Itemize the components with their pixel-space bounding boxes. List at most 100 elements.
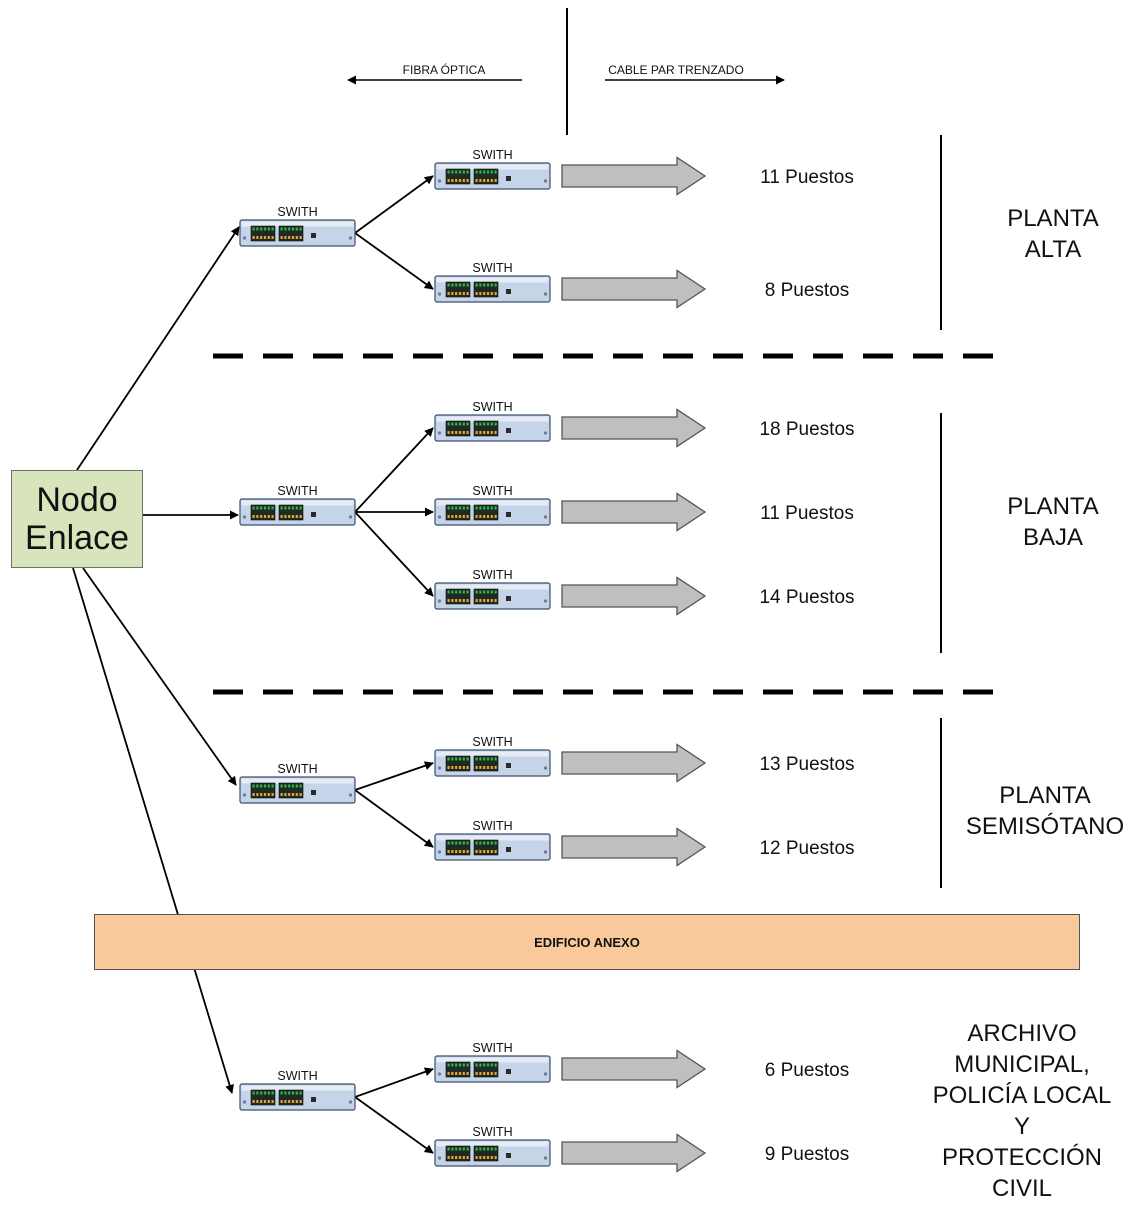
switch-led <box>494 766 497 769</box>
switch-led <box>475 841 478 845</box>
switch-led <box>280 784 283 788</box>
switch-led <box>483 590 486 594</box>
switch-led <box>466 841 469 845</box>
switch-led <box>271 227 274 231</box>
switch-led <box>455 179 458 182</box>
switch-label: SWITH <box>277 205 317 219</box>
switch-link <box>354 511 434 597</box>
switch-led <box>455 422 458 426</box>
switch-link <box>354 761 434 791</box>
switch-led <box>458 292 462 295</box>
switch: SWITH <box>434 148 551 190</box>
switch-screw <box>437 292 442 296</box>
switch-led <box>479 1147 482 1151</box>
switch-led <box>475 850 478 853</box>
switch-led <box>483 292 486 295</box>
switch: SWITH <box>434 484 551 526</box>
switch-led <box>267 227 270 231</box>
switch-led <box>475 1063 478 1067</box>
switch-screw <box>348 236 353 240</box>
puestos-label: 11 Puestos <box>760 503 854 524</box>
switch: SWITH <box>239 205 356 247</box>
switch-led <box>466 431 469 434</box>
switch: SWITH <box>434 819 551 861</box>
switch-led <box>291 793 295 796</box>
switch-led <box>455 292 458 295</box>
switch-console-port <box>506 596 511 601</box>
switch-led <box>271 793 274 796</box>
switch-led <box>466 599 469 602</box>
switch-link <box>354 1067 434 1098</box>
switch-led <box>288 784 291 788</box>
floor-label-annex: ARCHIVO MUNICIPAL, POLICÍA LOCAL Y PROTE… <box>933 1018 1112 1204</box>
switch-led <box>284 236 287 239</box>
switch-console-port <box>311 1097 316 1102</box>
switch-led <box>475 590 478 594</box>
switch-screw <box>348 515 353 519</box>
switch-led <box>455 515 458 518</box>
switch-led <box>483 170 486 174</box>
switch-highlight <box>241 221 354 227</box>
switch-highlight <box>436 164 549 170</box>
switch-led <box>256 506 259 510</box>
switch-led <box>256 1091 259 1095</box>
switch-led <box>284 506 287 510</box>
switch-led <box>284 1091 287 1095</box>
switch-highlight <box>241 1085 354 1091</box>
switch-led <box>494 515 497 518</box>
switch-led <box>280 1100 283 1103</box>
switch-led <box>284 515 287 518</box>
switch-led <box>490 431 493 434</box>
switch-screw <box>543 431 548 435</box>
switch-led <box>462 283 465 287</box>
switch-led <box>486 422 490 426</box>
switch-led <box>486 841 490 845</box>
switch-led <box>494 431 497 434</box>
switch-led <box>291 1100 295 1103</box>
switch-led <box>284 227 287 231</box>
switch-led <box>458 841 462 845</box>
switch-screw <box>437 515 442 519</box>
node-label-line2: Enlace <box>25 519 129 557</box>
switch-console-port <box>311 512 316 517</box>
switch-led <box>494 1156 497 1159</box>
switch-led <box>291 515 295 518</box>
switch-led <box>486 1063 490 1067</box>
switch-led <box>451 431 454 434</box>
switch-led <box>447 292 450 295</box>
switch-led <box>447 1063 450 1067</box>
switch-led <box>458 1156 462 1159</box>
switch-led <box>462 515 465 518</box>
switch-led <box>458 590 462 594</box>
switch-led <box>447 422 450 426</box>
switch-led <box>260 1100 263 1103</box>
floor-label-line: PLANTA <box>1007 205 1099 232</box>
switch-led <box>462 1063 465 1067</box>
switch-led <box>462 766 465 769</box>
switch-led <box>486 506 490 510</box>
switch-led <box>455 1147 458 1151</box>
switch-led <box>267 236 270 239</box>
switch-led <box>483 431 486 434</box>
switch-led <box>451 1147 454 1151</box>
switch-led <box>494 422 497 426</box>
switch-screw <box>437 850 442 854</box>
cable-label: CABLE PAR TRENZADO <box>608 63 744 77</box>
switch-led <box>490 506 493 510</box>
switch-led <box>494 850 497 853</box>
switch-led <box>479 766 482 769</box>
switch-console-port <box>506 176 511 181</box>
switch-led <box>256 793 259 796</box>
switch-led <box>447 590 450 594</box>
switch-led <box>451 506 454 510</box>
switch-led <box>462 431 465 434</box>
switch: SWITH <box>434 735 551 777</box>
output-arrow <box>561 827 707 867</box>
switch-led <box>483 850 486 853</box>
floor-label-line: PROTECCIÓN <box>941 1144 1102 1171</box>
switch-led <box>280 227 283 231</box>
switch-led <box>479 1072 482 1075</box>
switch-led <box>483 179 486 182</box>
switch-led <box>260 236 263 239</box>
